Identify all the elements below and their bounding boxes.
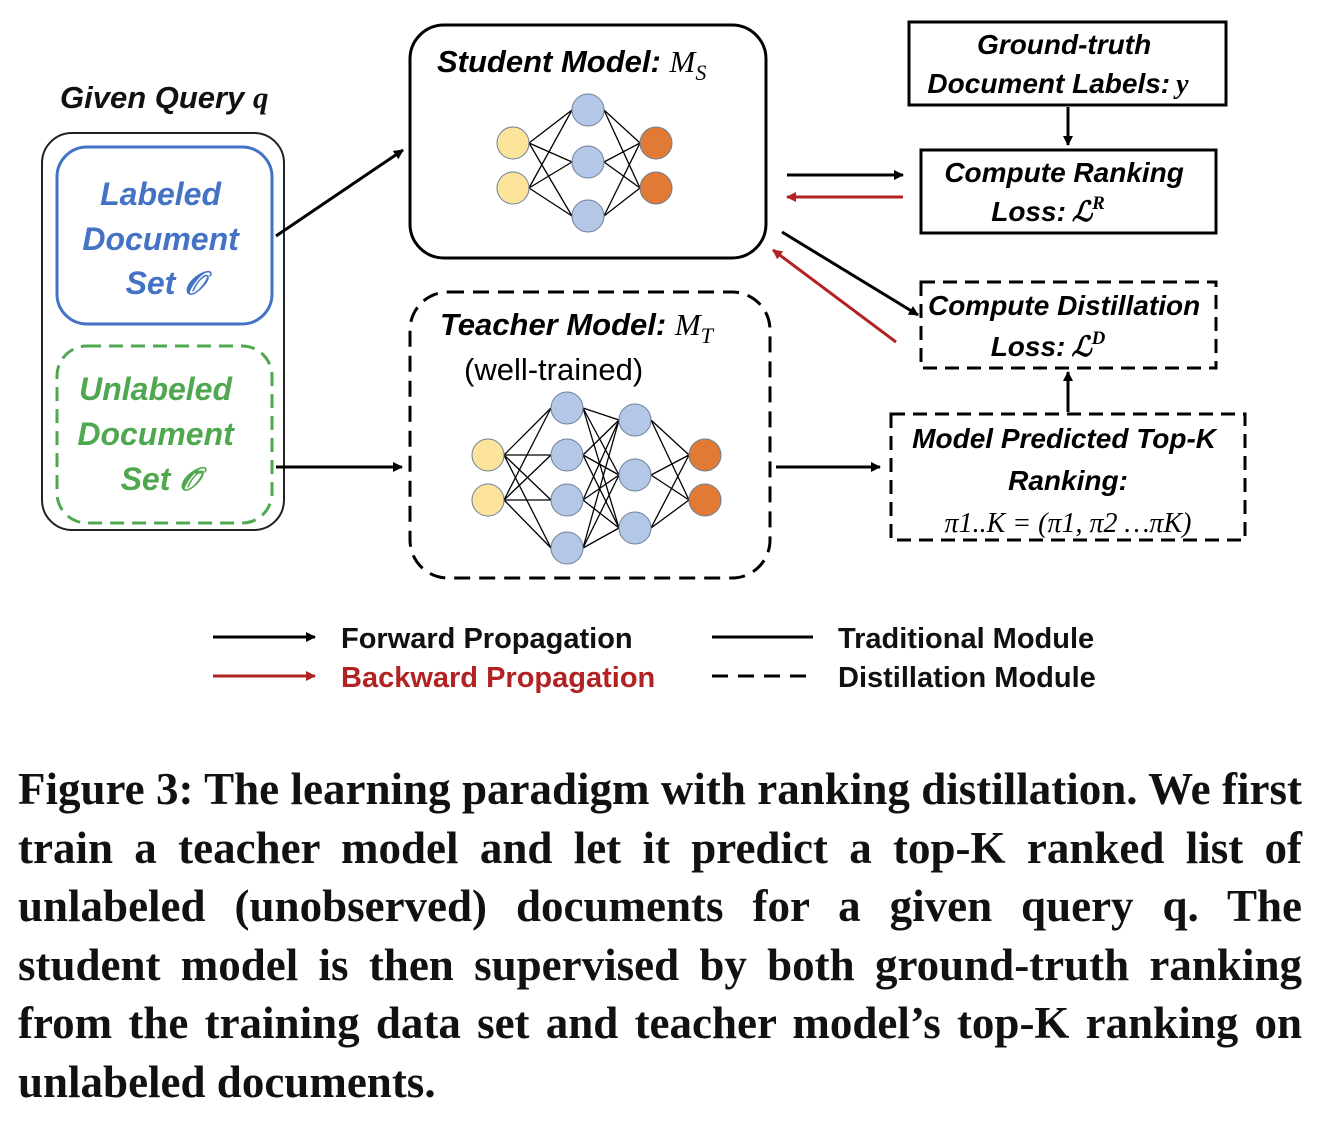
input-node [496, 126, 530, 160]
teacher-model-note: (well-trained) [464, 352, 643, 387]
query-title: Given Query q [60, 80, 268, 115]
legend-traditional-label: Traditional Module [838, 623, 1094, 655]
hidden-node [618, 511, 652, 545]
arrow-student-to-distillation-loss [781, 230, 919, 317]
input-node [496, 171, 530, 205]
network-edge [650, 499, 690, 529]
output-node [688, 483, 722, 517]
hidden-node [550, 531, 584, 565]
teacher-network [471, 391, 722, 565]
distillation-loss-label: Compute Distillation Loss:ℒD [928, 290, 1208, 363]
figure-caption: Figure 3: The learning paradigm with ran… [18, 760, 1302, 1111]
network-edge [528, 142, 573, 163]
network-edge [650, 474, 690, 501]
network-edge [528, 109, 573, 144]
student-network [496, 93, 673, 233]
network-edge [650, 419, 690, 501]
distillation-loss-box [919, 280, 1218, 370]
network-edge [582, 419, 620, 456]
output-node [688, 438, 722, 472]
hidden-node [571, 145, 605, 179]
network-edge [582, 474, 620, 501]
arrow-labeled-to-student [275, 148, 404, 238]
network-edge [603, 161, 641, 189]
student-model-box [408, 23, 768, 260]
network-edge [603, 142, 641, 217]
unlabeled-set-box [55, 344, 274, 525]
ground-truth-box [907, 20, 1228, 107]
teacher-model-box [408, 290, 772, 580]
network-edge [503, 499, 552, 549]
network-edge [582, 474, 620, 549]
predicted-ranking-formula: π1..K = (π1, π2 …πK) [945, 508, 1192, 539]
hidden-node [618, 458, 652, 492]
network-edge [503, 454, 552, 549]
network-edge [603, 109, 641, 189]
legend-backward-label: Backward Propagation [341, 662, 655, 694]
network-edge [603, 109, 641, 144]
predicted-ranking-label: Model Predicted Top-K Ranking: [912, 423, 1224, 496]
network-edge [582, 407, 620, 529]
network-edge [582, 454, 620, 529]
network-edge [582, 527, 620, 549]
input-node [471, 483, 505, 517]
network-edge [528, 161, 573, 189]
teacher-model-label: Teacher Model: MT [440, 307, 715, 348]
hidden-node [618, 403, 652, 437]
hidden-node [571, 93, 605, 127]
network-edge [582, 419, 620, 549]
ranking-loss-box [919, 148, 1218, 235]
labeled-set-label: Labeled Document Set 𝒪 [82, 176, 247, 301]
network-edge [582, 407, 620, 421]
ground-truth-label: Ground-truth Document Labels:y [927, 29, 1189, 100]
student-model-label: Student Model: MS [437, 44, 706, 85]
distillation-diagram: Given Query q Labeled Document Set 𝒪 Unl… [41, 20, 1247, 694]
arrow-distillation-loss-to-student [772, 248, 897, 344]
network-edge [603, 187, 641, 217]
network-edge [528, 109, 573, 189]
output-node [639, 171, 673, 205]
network-edge [503, 407, 552, 501]
network-edge [582, 419, 620, 501]
predicted-ranking-box [889, 412, 1247, 542]
network-edge [528, 142, 573, 217]
legend: Forward Propagation Backward Propagation… [213, 623, 1096, 694]
hidden-node [550, 483, 584, 517]
input-node [471, 438, 505, 472]
network-edge [582, 499, 620, 529]
hidden-node [550, 391, 584, 425]
query-container [41, 132, 285, 531]
network-edge [603, 142, 641, 163]
legend-distillation-label: Distillation Module [838, 662, 1096, 694]
output-node [639, 126, 673, 160]
ranking-loss-label: Compute Ranking Loss:ℒR [944, 157, 1191, 228]
unlabeled-set-label: Unlabeled Document Set 𝒪̄ [77, 371, 242, 497]
network-edge [528, 187, 573, 217]
network-edge [582, 407, 620, 476]
network-edge [503, 454, 552, 501]
network-edge [650, 454, 690, 476]
network-edge [650, 454, 690, 529]
legend-forward-label: Forward Propagation [341, 623, 633, 655]
hidden-node [571, 199, 605, 233]
caption-text: Figure 3: The learning paradigm with ran… [18, 764, 1302, 1107]
network-edge [650, 419, 690, 456]
hidden-node [550, 438, 584, 472]
labeled-set-box [55, 145, 274, 326]
network-edge [503, 407, 552, 456]
network-edge [582, 454, 620, 476]
